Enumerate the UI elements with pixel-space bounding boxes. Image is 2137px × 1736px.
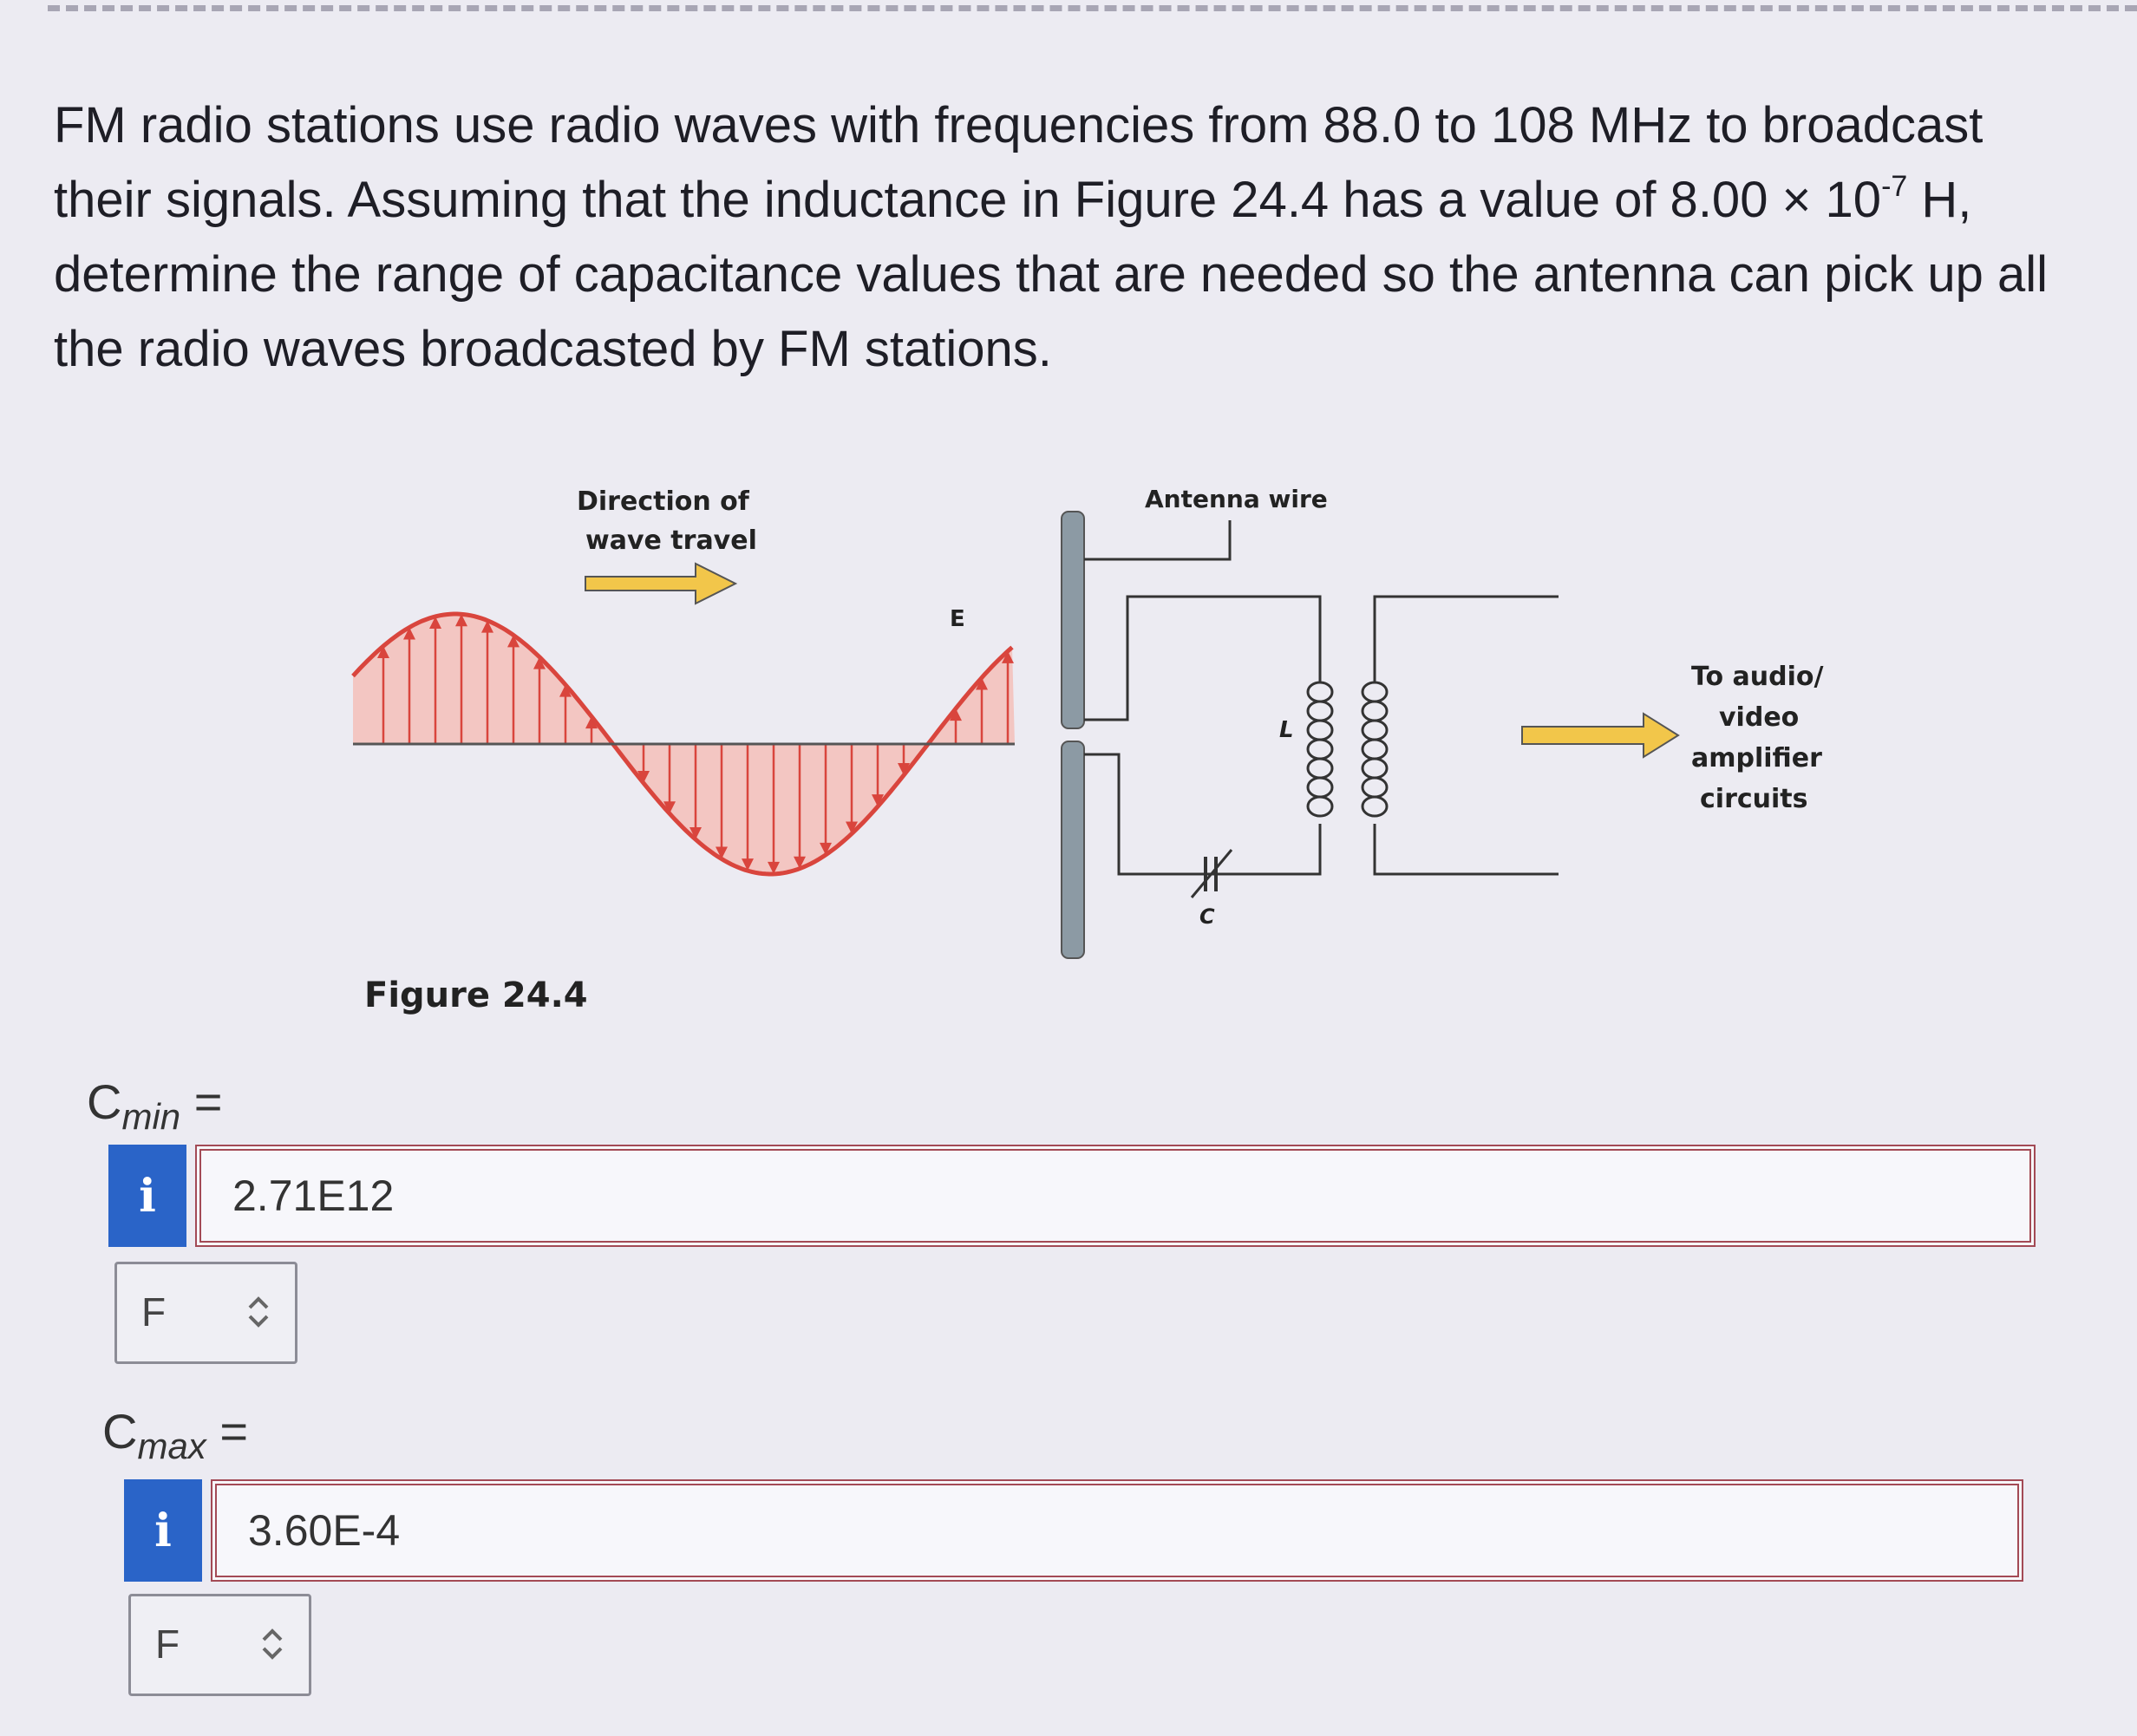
output-label: video xyxy=(1719,702,1799,733)
field-arrowhead xyxy=(846,821,858,834)
field-arrowhead xyxy=(742,858,754,871)
field-arrowhead xyxy=(820,842,832,855)
direction-label: Direction of xyxy=(577,486,750,517)
question-text: FM radio stations use radio waves with f… xyxy=(54,88,2101,387)
updown-chevron-icon xyxy=(248,1296,269,1328)
symbol: C xyxy=(102,1404,138,1459)
field-arrowhead xyxy=(976,677,988,690)
inductor-coil xyxy=(1306,681,1334,818)
coil-turn xyxy=(1306,757,1334,780)
symbol: C xyxy=(87,1074,122,1129)
cmin-input[interactable]: 2.71E12 xyxy=(195,1145,2036,1247)
field-arrowhead xyxy=(637,771,650,784)
cmax-answer-row: i 3.60E-4 xyxy=(124,1479,2023,1582)
question-text-part: their signals. Assuming that the inducta… xyxy=(54,172,1882,228)
antenna-rod-lower xyxy=(1061,741,1085,959)
exponent: -7 xyxy=(1881,170,1908,203)
field-arrowhead xyxy=(898,763,910,776)
circuit-top-wire xyxy=(1084,595,1322,721)
field-arrowhead xyxy=(377,646,389,659)
capacitor-label: C xyxy=(1199,904,1215,929)
coil-turn xyxy=(1361,719,1389,741)
field-vectors xyxy=(377,614,1014,874)
figure-caption: Figure 24.4 xyxy=(364,976,588,1015)
question-line: their signals. Assuming that the inducta… xyxy=(54,163,2101,238)
question-text-part: H, xyxy=(1907,172,1972,228)
unit-value: F xyxy=(141,1289,167,1335)
subscript: min xyxy=(121,1096,181,1138)
field-arrowhead xyxy=(872,794,884,807)
coil-turn xyxy=(1306,719,1334,741)
field-arrowhead xyxy=(455,614,467,627)
coil-turn xyxy=(1361,776,1389,799)
secondary-top-wire xyxy=(1373,595,1559,683)
field-arrowhead xyxy=(663,801,676,814)
cmax-unit-select[interactable]: F xyxy=(128,1594,311,1696)
cmax-label: Cmax = xyxy=(102,1403,248,1467)
question-line: FM radio stations use radio waves with f… xyxy=(54,97,1983,153)
circuit-bottom-wire xyxy=(1084,753,1322,876)
field-arrowhead xyxy=(559,684,572,697)
coil-turn xyxy=(1361,700,1389,722)
wave-curve xyxy=(351,611,1014,877)
coil-turn xyxy=(1306,795,1334,818)
field-arrowhead xyxy=(429,616,441,629)
e-field-label: E xyxy=(950,606,965,632)
output-label: amplifier xyxy=(1691,743,1822,773)
coil-turn xyxy=(1361,738,1389,760)
info-icon[interactable]: i xyxy=(108,1145,186,1247)
field-arrowhead xyxy=(768,861,780,874)
coil-turn xyxy=(1306,681,1334,703)
unit-value: F xyxy=(155,1622,180,1667)
coil-turn xyxy=(1361,795,1389,818)
coil-turn xyxy=(1306,700,1334,722)
direction-label: wave travel xyxy=(585,525,757,556)
coil-turn xyxy=(1306,738,1334,760)
top-divider xyxy=(48,5,2137,11)
subscript: max xyxy=(137,1426,206,1467)
field-arrowhead xyxy=(481,620,493,633)
cmin-answer-row: i 2.71E12 xyxy=(108,1145,2036,1247)
equals-sign: = xyxy=(206,1404,249,1459)
output-arrow xyxy=(1521,712,1680,759)
figure-24-4: E Direction of wave travel Antenna wire … xyxy=(351,485,1824,959)
field-arrowhead xyxy=(794,856,806,869)
question-line: determine the range of capacitance value… xyxy=(54,246,2049,303)
secondary-coil xyxy=(1361,681,1389,818)
antenna-rod-upper xyxy=(1061,511,1085,729)
field-arrowhead xyxy=(1002,650,1014,663)
cmin-label: Cmin = xyxy=(87,1074,222,1138)
field-arrowhead xyxy=(507,635,520,648)
inductor-label: L xyxy=(1279,717,1294,743)
secondary-bottom-wire xyxy=(1373,824,1559,876)
output-label: To audio/ xyxy=(1691,662,1824,692)
field-arrowhead xyxy=(533,656,546,669)
updown-chevron-icon xyxy=(262,1628,283,1660)
coil-turn xyxy=(1361,757,1389,780)
antenna-label: Antenna wire xyxy=(1145,485,1328,513)
coil-turn xyxy=(1306,776,1334,799)
output-label: circuits xyxy=(1700,784,1807,814)
question-line: the radio waves broadcasted by FM statio… xyxy=(54,321,1052,377)
cmin-unit-select[interactable]: F xyxy=(114,1262,297,1364)
field-arrowhead xyxy=(716,846,728,859)
field-arrowhead xyxy=(689,827,702,840)
field-arrowhead xyxy=(403,627,415,640)
info-icon[interactable]: i xyxy=(124,1479,202,1582)
field-arrowhead xyxy=(585,716,598,729)
variable-capacitor xyxy=(1190,849,1233,898)
coil-turn xyxy=(1361,681,1389,703)
cmax-input[interactable]: 3.60E-4 xyxy=(211,1479,2023,1582)
field-arrowhead xyxy=(950,708,962,721)
equals-sign: = xyxy=(180,1074,223,1129)
antenna-lead xyxy=(1084,520,1232,561)
direction-arrow xyxy=(585,562,738,605)
